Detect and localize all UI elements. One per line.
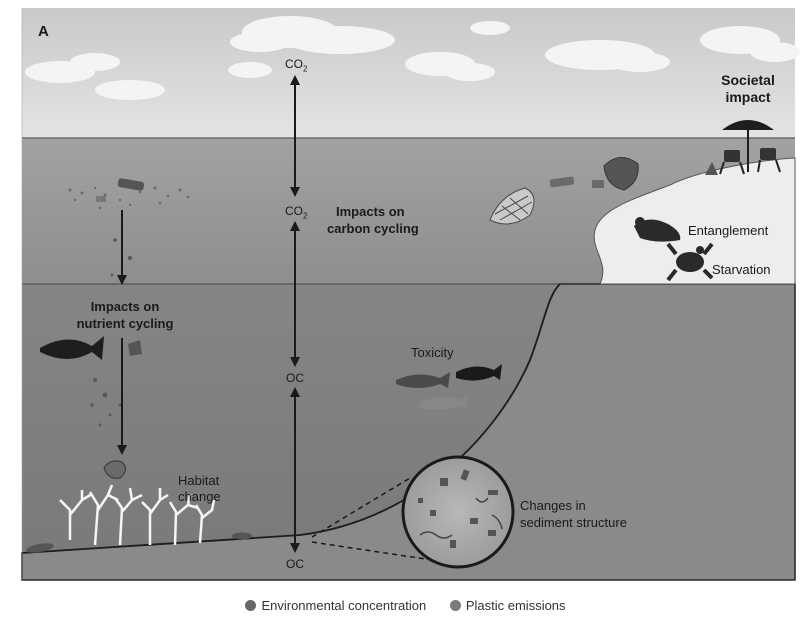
nutrient-cycling-label: Impacts on nutrient cycling: [70, 298, 180, 332]
legend-item-plastic: Plastic emissions: [449, 598, 566, 613]
societal-impact-line1: Societal: [721, 72, 775, 88]
carbon-cycling-line1: Impacts on: [336, 204, 405, 219]
habitat-line2: change: [178, 489, 221, 504]
habitat-change-label: Habitat change: [178, 473, 221, 505]
umbrella-icon: [722, 120, 774, 172]
panel-letter: A: [38, 23, 49, 40]
nutrient-cycling-line2: nutrient cycling: [76, 316, 174, 331]
co2-top-sub: 2: [303, 64, 308, 74]
oc-mid-label: OC: [286, 371, 304, 385]
legend-item-environmental: Environmental concentration: [245, 598, 426, 613]
entanglement-label: Entanglement: [688, 223, 769, 238]
toxicity-label: Toxicity: [411, 345, 454, 360]
co2-top-text: CO: [285, 57, 303, 71]
legend-label-plastic: Plastic emissions: [465, 598, 566, 613]
sinking-particles: [90, 238, 133, 427]
cloud-icon: [25, 16, 800, 100]
co2-mid-sub: 2: [303, 211, 308, 221]
starvation-label: Starvation: [712, 262, 771, 277]
legend-label-environmental: Environmental concentration: [261, 598, 427, 613]
sediment-line1: Changes in: [520, 498, 586, 513]
bag-icon: [103, 157, 639, 479]
carbon-cycling-label: Impacts on carbon cycling: [327, 203, 419, 237]
bottle-icon: [96, 178, 145, 202]
turtle-icon: [666, 242, 714, 282]
sky: [22, 8, 795, 138]
nutrient-cycling-line1: Impacts on: [90, 299, 160, 314]
seafloor-debris: [26, 532, 252, 553]
fishing-net-icon: [489, 187, 535, 225]
magnifier-circle-icon: [401, 455, 515, 569]
seal-icon: [634, 217, 681, 242]
carbon-cycling-line2: carbon cycling: [327, 221, 419, 236]
legend: Environmental concentration Plastic emis…: [0, 598, 811, 613]
surface-debris: [68, 186, 190, 210]
coral-icon: [59, 484, 216, 546]
co2-mid-text: CO: [285, 204, 303, 218]
fish-icon: [40, 336, 502, 410]
societal-impact-line2: impact: [725, 89, 771, 105]
beach: [593, 157, 796, 285]
co2-mid-label: CO2: [285, 204, 307, 220]
legend-swatch-plastic: [449, 600, 461, 611]
legend-swatch-environmental: [245, 600, 257, 611]
beach-chair-icon: [719, 148, 781, 175]
co2-top-label: CO2: [285, 57, 307, 73]
habitat-line1: Habitat: [178, 473, 220, 488]
sediment-structure-label: Changes in sediment structure: [520, 497, 627, 531]
sediment-line2: sediment structure: [520, 515, 627, 530]
societal-impact-label: Societal impact: [708, 72, 788, 106]
oc-bottom-label: OC: [286, 557, 304, 571]
